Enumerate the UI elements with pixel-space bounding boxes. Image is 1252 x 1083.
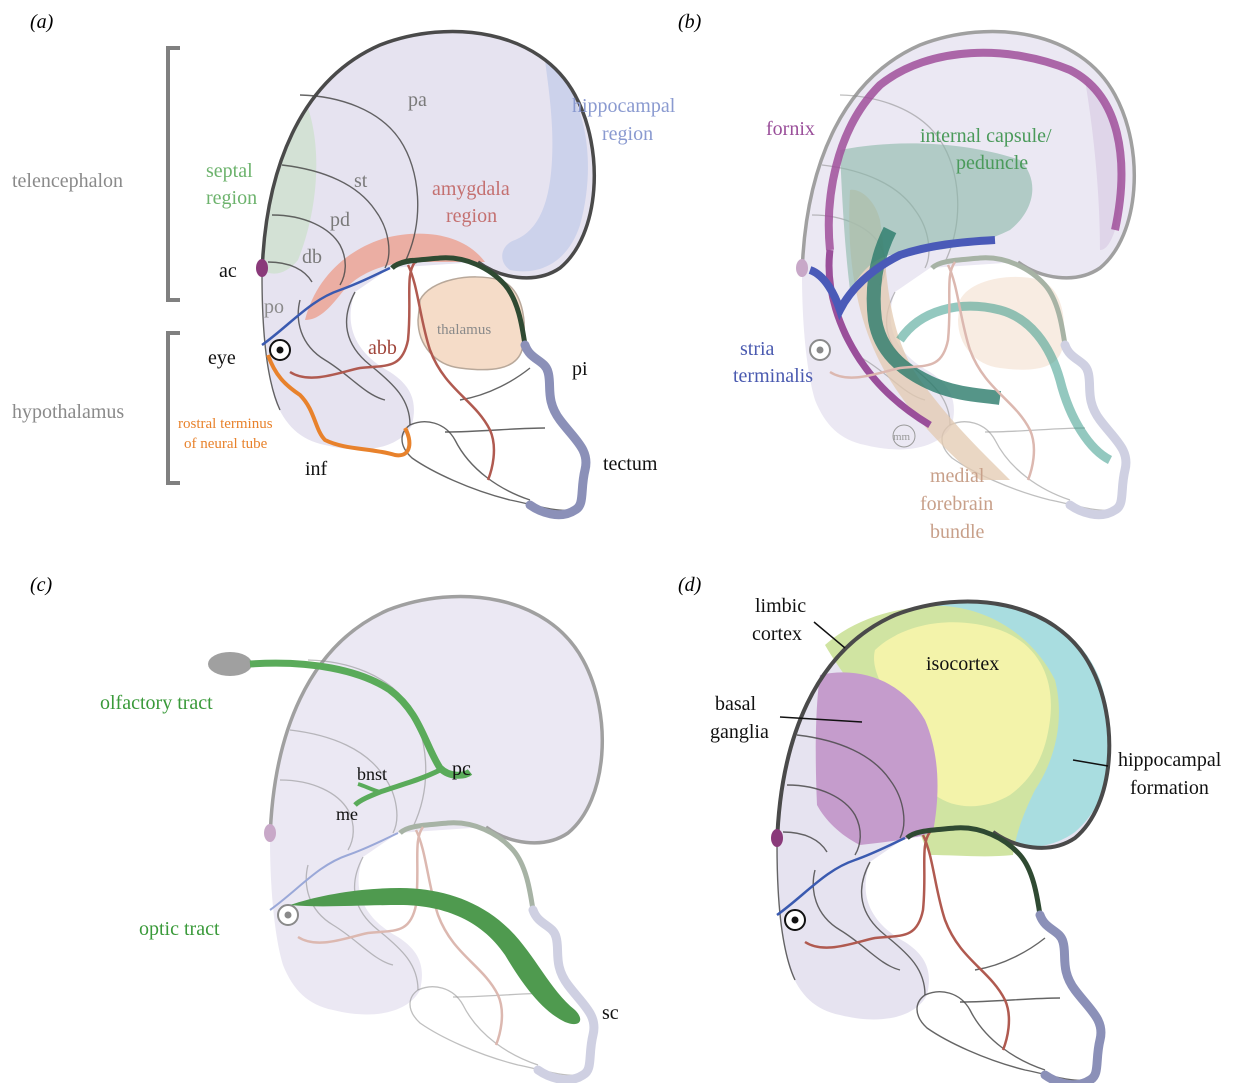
thalamus-label: thalamus xyxy=(437,322,491,338)
stria-label-1: stria xyxy=(740,338,775,360)
mfb-label-2: forebrain xyxy=(920,493,993,515)
amygdala-label-2: region xyxy=(446,205,497,227)
bnst-label: bnst xyxy=(357,764,387,784)
pi-label: pi xyxy=(572,358,588,380)
panel-a-tag: (a) xyxy=(30,11,54,33)
hypothalamus-label: hypothalamus xyxy=(12,401,124,423)
hippocampal-label-2: region xyxy=(602,123,653,145)
telencephalon-label: telencephalon xyxy=(12,170,123,192)
inf-label: inf xyxy=(305,458,328,480)
ac-label: ac xyxy=(219,260,237,282)
me-label: me xyxy=(336,804,358,824)
panel-b: (b) xyxy=(678,11,1134,543)
panel-b-tag: (b) xyxy=(678,11,702,33)
panel-d: (d) xyxy=(678,574,1222,1083)
olfactory-tract-label: olfactory tract xyxy=(100,692,213,714)
amygdala-label-1: amygdala xyxy=(432,178,510,200)
mfb-label-3: bundle xyxy=(930,521,985,543)
basal-label-2: ganglia xyxy=(710,721,769,743)
stria-label-2: terminalis xyxy=(733,365,813,387)
hypothalamus-bracket xyxy=(168,333,180,483)
panel-a: (a) telencephalon hypothalamus xyxy=(12,11,676,515)
limbic-label-1: limbic xyxy=(755,595,806,617)
db-label: db xyxy=(302,246,322,268)
pd-label: pd xyxy=(330,209,350,231)
eye-label: eye xyxy=(208,347,236,369)
telencephalon-bracket xyxy=(168,48,180,300)
limbic-label-2: cortex xyxy=(752,623,802,645)
hippocampal-formation-label-2: formation xyxy=(1130,777,1209,799)
panel-c-tag: (c) xyxy=(30,574,53,596)
rostral-label-1: rostral terminus xyxy=(178,416,273,432)
internal-capsule-label-2: peduncle xyxy=(956,152,1028,174)
basal-label-1: basal xyxy=(715,693,757,715)
optic-tract-label: optic tract xyxy=(139,918,220,940)
fornix-label: fornix xyxy=(766,118,815,140)
internal-capsule-label-1: internal capsule/ xyxy=(920,125,1052,147)
septal-label-1: septal xyxy=(206,160,253,182)
pc-label: pc xyxy=(452,758,471,780)
isocortex-label: isocortex xyxy=(926,653,999,675)
panel-d-tag: (d) xyxy=(678,574,702,596)
tectum-label: tectum xyxy=(603,453,658,475)
mm-label: mm xyxy=(893,431,911,443)
mfb-label-1: medial xyxy=(930,465,985,487)
ac-dot xyxy=(256,259,268,277)
rostral-label-2: of neural tube xyxy=(184,436,268,452)
hippocampal-formation-label-1: hippocampal xyxy=(1118,749,1222,771)
hippocampal-label-1: hippocampal xyxy=(572,95,676,117)
pa-label: pa xyxy=(408,89,427,111)
st-label: st xyxy=(354,170,368,192)
septal-label-2: region xyxy=(206,187,257,209)
abb-label: abb xyxy=(368,337,397,359)
po-label: po xyxy=(264,296,284,318)
sc-label: sc xyxy=(602,1002,619,1024)
olfactory-bulb xyxy=(208,652,252,676)
panel-c: (c) olfactory tract b xyxy=(30,574,619,1080)
